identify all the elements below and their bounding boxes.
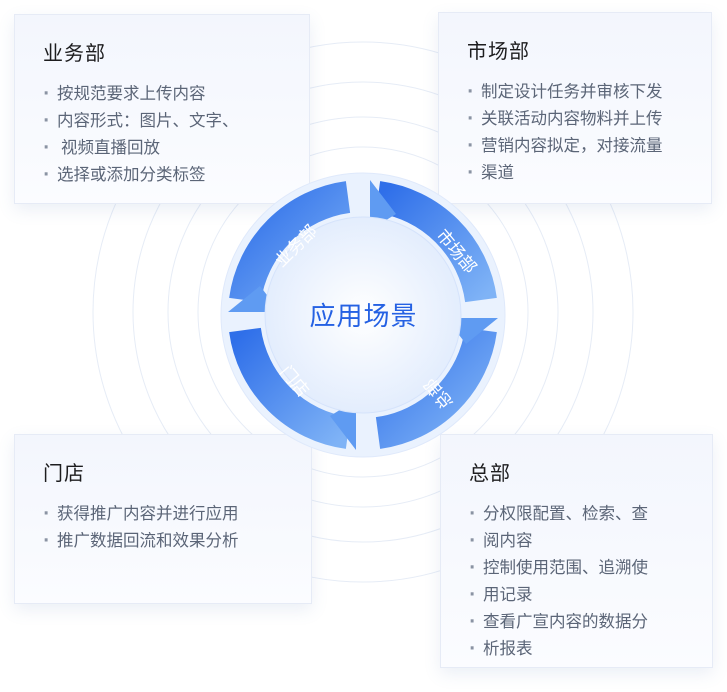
arrow-ring (229, 181, 497, 449)
list-item: 获得推广内容并进行应用 (43, 500, 285, 527)
list-item-continuation: 阅内容 (469, 527, 686, 554)
list-item: 内容形式：图片、文字、 (43, 107, 283, 134)
list-item: 选择或添加分类标签 (43, 161, 283, 188)
list-item-continuation: 视频直播回放 (43, 134, 283, 161)
center-title: 应用场景 (309, 302, 418, 332)
card-list: 分权限配置、检索、查 阅内容 控制使用范围、追溯使 用记录 查看广宣内容的数据分… (469, 500, 686, 662)
card-headquarters: 总部 分权限配置、检索、查 阅内容 控制使用范围、追溯使 用记录 查看广宣内容的… (440, 434, 713, 668)
card-title: 市场部 (467, 39, 530, 63)
card-list: 制定设计任务并审核下发 关联活动内容物料并上传 营销内容拟定，对接流量 渠道 (467, 78, 685, 186)
card-marketing-dept: 市场部 制定设计任务并审核下发 关联活动内容物料并上传 营销内容拟定，对接流量 … (438, 12, 712, 204)
card-title: 门店 (43, 461, 85, 485)
card-store: 门店 获得推广内容并进行应用 推广数据回流和效果分析 (14, 434, 312, 604)
list-item: 按规范要求上传内容 (43, 80, 283, 107)
list-item: 营销内容拟定，对接流量 (467, 132, 685, 159)
list-item-continuation: 析报表 (469, 635, 686, 662)
card-title: 总部 (469, 461, 511, 485)
card-list: 按规范要求上传内容 内容形式：图片、文字、 视频直播回放 选择或添加分类标签 (43, 80, 283, 188)
list-item-continuation: 用记录 (469, 581, 686, 608)
list-item-continuation: 渠道 (467, 159, 685, 186)
card-business-dept: 业务部 按规范要求上传内容 内容形式：图片、文字、 视频直播回放 选择或添加分类… (14, 14, 310, 204)
list-item: 推广数据回流和效果分析 (43, 527, 285, 554)
center-disc (264, 216, 462, 414)
list-item: 查看广宣内容的数据分 (469, 608, 686, 635)
list-item: 关联活动内容物料并上传 (467, 105, 685, 132)
card-title: 业务部 (43, 41, 106, 65)
list-item: 控制使用范围、追溯使 (469, 554, 686, 581)
list-item: 分权限配置、检索、查 (469, 500, 686, 527)
list-item: 制定设计任务并审核下发 (467, 78, 685, 105)
card-list: 获得推广内容并进行应用 推广数据回流和效果分析 (43, 500, 285, 554)
